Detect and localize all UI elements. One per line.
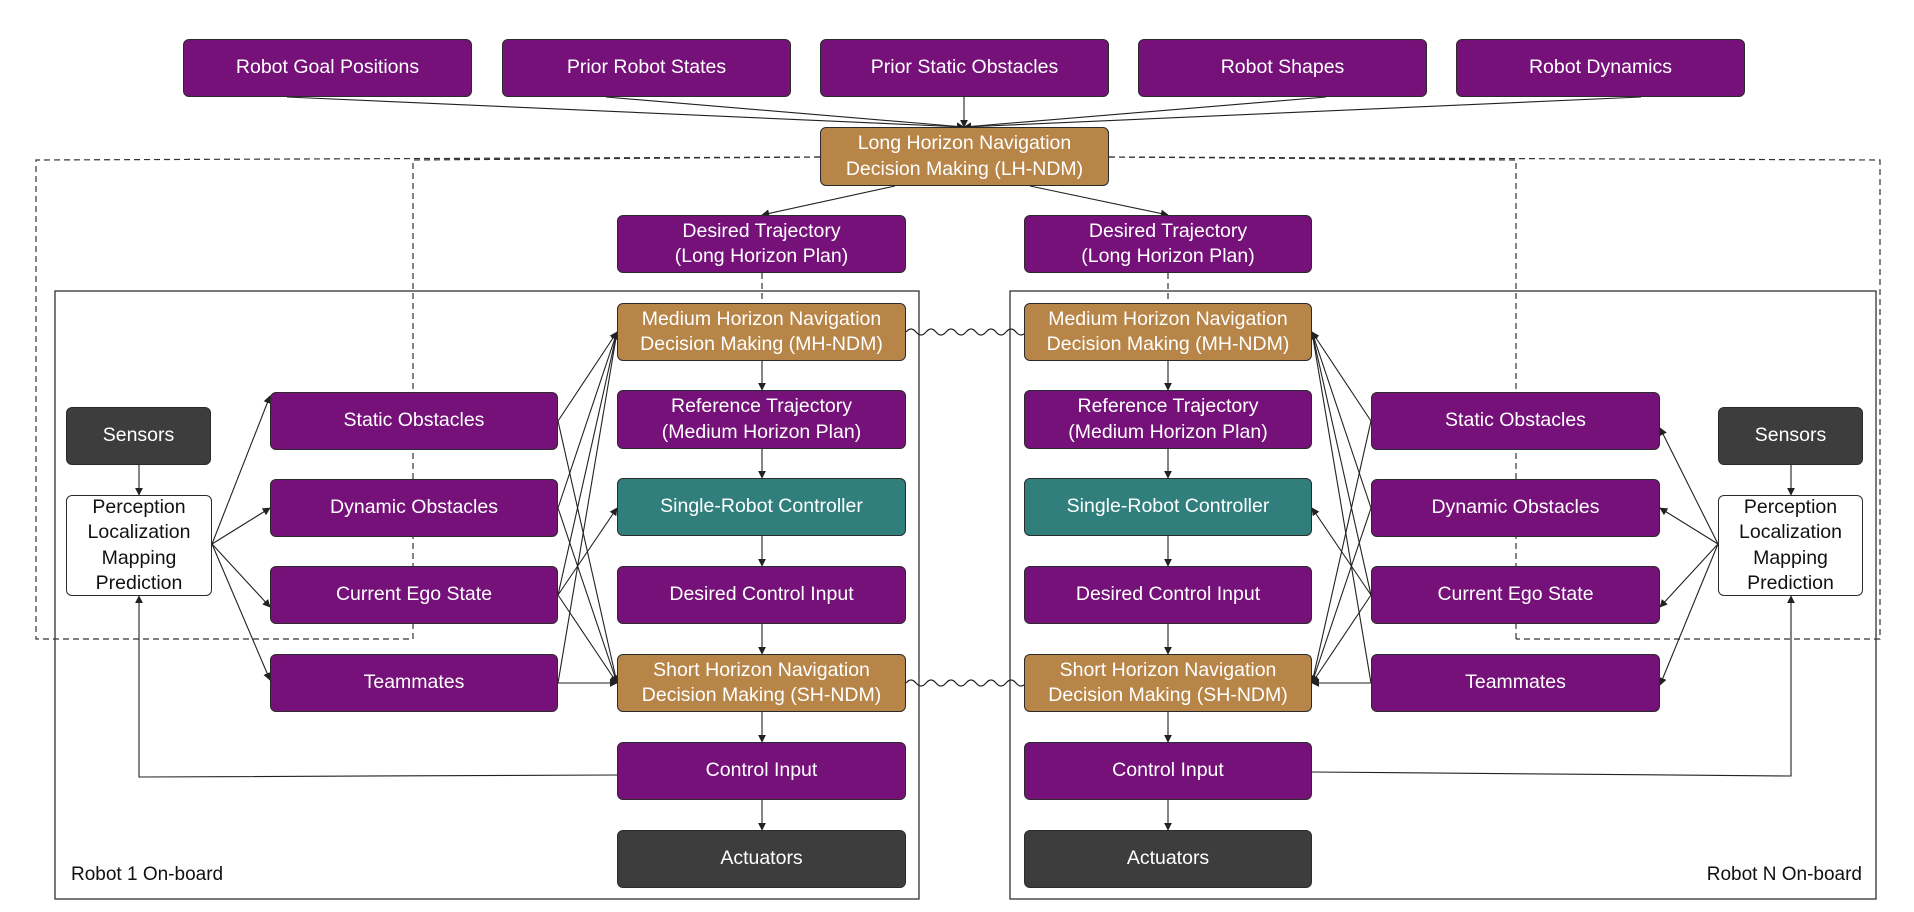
prior-robot-states-box: Prior Robot States — [502, 39, 791, 97]
robotN-frame — [1009, 290, 1877, 900]
robotN-onboard-label: Robot N On-board — [1706, 864, 1862, 885]
robot-shapes-box: Robot Shapes — [1138, 39, 1427, 97]
robot1-reference-trajectory-box: Reference Trajectory (Medium Horizon Pla… — [617, 390, 906, 449]
robot1-static-obstacles-box: Static Obstacles — [270, 392, 558, 450]
robot1-single-robot-controller-box: Single-Robot Controller — [617, 478, 906, 536]
robot1-control-input-box: Control Input — [617, 742, 906, 800]
robotN-control-input-box: Control Input — [1024, 742, 1312, 800]
robot1-desired-control-input-box: Desired Control Input — [617, 566, 906, 624]
robot1-current-ego-state-box: Current Ego State — [270, 566, 558, 624]
lh-ndm-box: Long Horizon Navigation Decision Making … — [820, 127, 1109, 186]
robot1-mh-ndm-box: Medium Horizon Navigation Decision Makin… — [617, 303, 906, 361]
robot1-desired-trajectory-box: Desired Trajectory (Long Horizon Plan) — [617, 215, 906, 273]
robot1-perception-box: Perception Localization Mapping Predicti… — [66, 495, 212, 596]
robotN-teammates-box: Teammates — [1371, 654, 1660, 712]
robotN-dynamic-obstacles-box: Dynamic Obstacles — [1371, 479, 1660, 537]
robotN-current-ego-state-box: Current Ego State — [1371, 566, 1660, 624]
robot1-onboard-label: Robot 1 On-board — [71, 864, 224, 885]
robot1-dynamic-obstacles-box: Dynamic Obstacles — [270, 479, 558, 537]
robot1-sh-ndm-box: Short Horizon Navigation Decision Making… — [617, 654, 906, 712]
dashed-feedback-lines — [35, 156, 1881, 640]
robotN-sh-ndm-box: Short Horizon Navigation Decision Making… — [1024, 654, 1312, 712]
robotN-desired-control-input-box: Desired Control Input — [1024, 566, 1312, 624]
robotN-desired-trajectory-box: Desired Trajectory (Long Horizon Plan) — [1024, 215, 1312, 273]
robotN-sensors-box: Sensors — [1718, 407, 1863, 465]
robotN-perception-box: Perception Localization Mapping Predicti… — [1718, 495, 1863, 596]
robotN-reference-trajectory-box: Reference Trajectory (Medium Horizon Pla… — [1024, 390, 1312, 449]
robot1-actuators-box: Actuators — [617, 830, 906, 888]
robot1-teammates-box: Teammates — [270, 654, 558, 712]
prior-static-obstacles-box: Prior Static Obstacles — [820, 39, 1109, 97]
robotN-static-obstacles-box: Static Obstacles — [1371, 392, 1660, 450]
robot1-frame — [54, 290, 920, 900]
robot-goal-positions-box: Robot Goal Positions — [183, 39, 472, 97]
robot-dynamics-box: Robot Dynamics — [1456, 39, 1745, 97]
robot1-sensors-box: Sensors — [66, 407, 211, 465]
robotN-actuators-box: Actuators — [1024, 830, 1312, 888]
robotN-single-robot-controller-box: Single-Robot Controller — [1024, 478, 1312, 536]
robotN-mh-ndm-box: Medium Horizon Navigation Decision Makin… — [1024, 303, 1312, 361]
arrow-connectors — [135, 96, 1795, 831]
